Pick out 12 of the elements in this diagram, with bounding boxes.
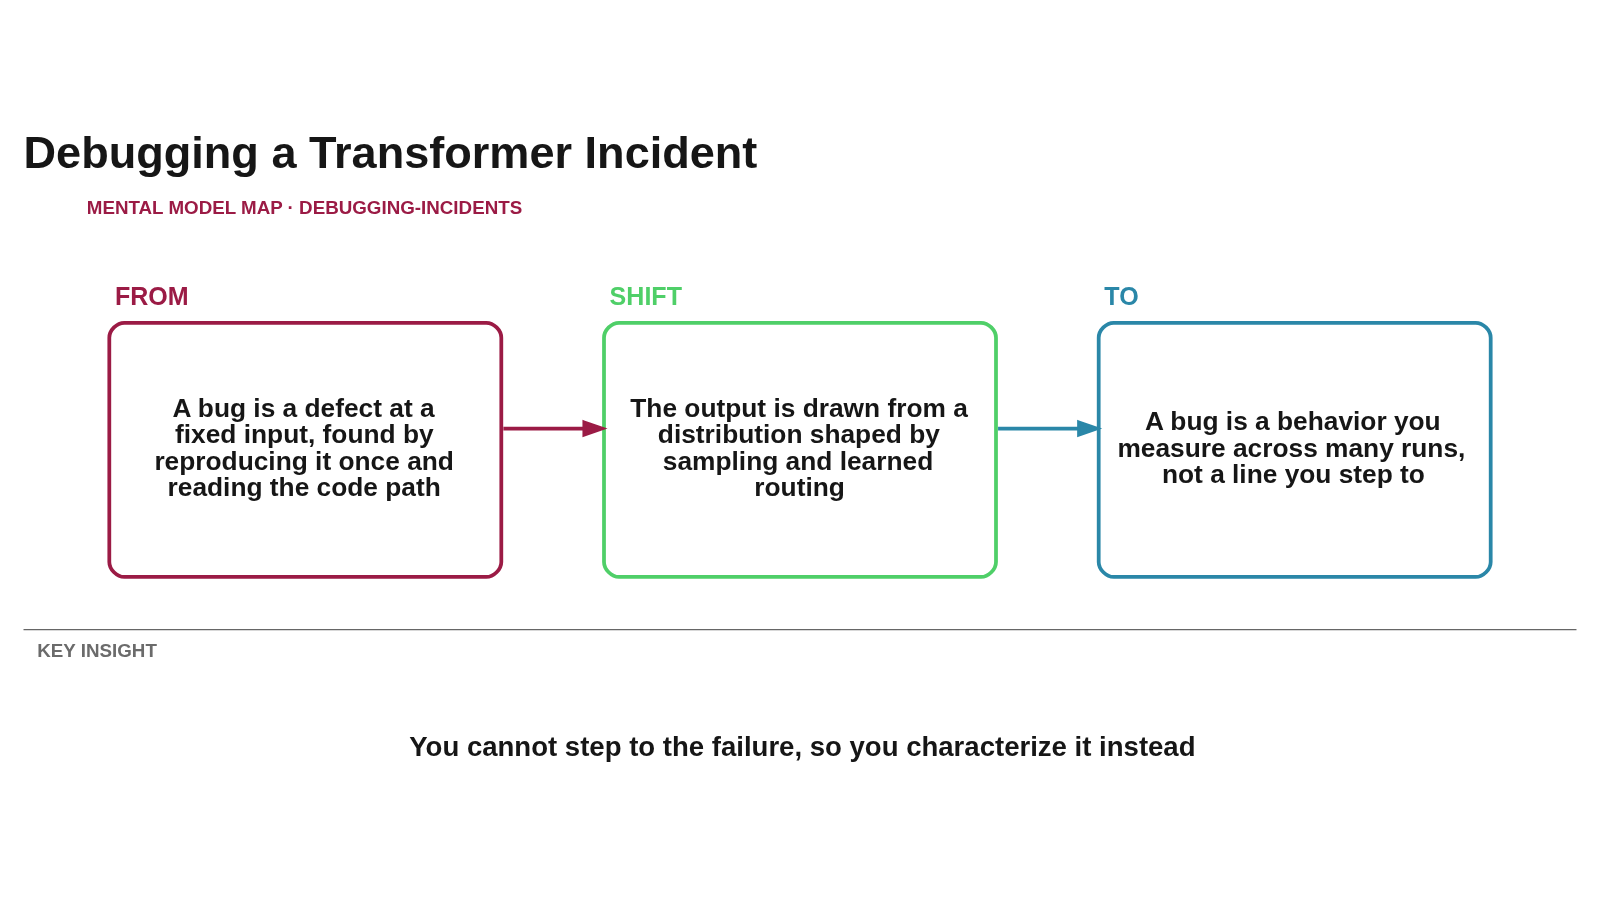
node-box: A bug is a defect at a fixed input, found by reproducing it once and reading the code path — [107, 320, 504, 579]
node-box: A bug is a behavior you measure across many runs, not a line you step to — [1096, 320, 1493, 579]
label: You cannot step to the failure, so you characterize it instead — [409, 730, 1196, 762]
label: MENTAL MODEL MAP · DEBUGGING-INCIDENTS — [86, 196, 523, 218]
node-label: SHIFT — [609, 281, 682, 310]
label: KEY INSIGHT — [37, 639, 157, 661]
arrow — [998, 419, 1103, 437]
node-label: FROM — [114, 281, 189, 310]
node-label: TO — [1104, 281, 1139, 310]
diagram-title: Debugging a Transformer Incident — [23, 126, 758, 178]
node-box: The output is drawn from a distribution shaped by sampling and learned routing — [602, 320, 998, 579]
arrow — [503, 419, 608, 437]
